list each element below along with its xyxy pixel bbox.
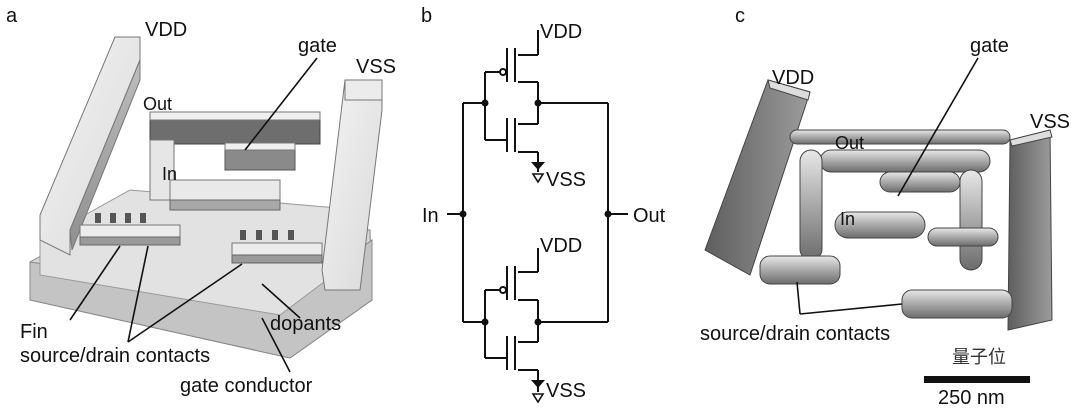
panel-a-in-label: In xyxy=(162,164,178,184)
scale-bar-label: 250 nm xyxy=(938,387,1005,409)
panel-b: b VDD VSS In Out VDD VSS xyxy=(400,0,690,413)
in-block xyxy=(169,179,281,203)
gate-tube xyxy=(879,171,961,193)
panel-c-in-label: In xyxy=(840,209,856,229)
sd-contact-left xyxy=(759,255,841,285)
panel-c-leader-lines xyxy=(796,57,979,315)
panel-a-gate-conductor-label: gate conductor xyxy=(180,375,313,397)
panel-a-3d-render xyxy=(29,36,383,373)
panel-a-sd-contacts-label: source/drain contacts xyxy=(20,345,211,367)
out-tube xyxy=(819,149,991,173)
panel-c-vdd-label: VDD xyxy=(772,67,815,89)
cmos-inverter-schematic xyxy=(447,30,628,404)
panel-c: c gate VDD VSS Out In source/drain conta… xyxy=(690,0,1080,413)
vdd-rail xyxy=(39,36,141,256)
panel-b-vdd-top-label: VDD xyxy=(540,21,583,43)
panel-a-leader-lines xyxy=(69,57,318,373)
panel-c-sd-contacts-label: source/drain contacts xyxy=(700,323,891,345)
panel-c-gate-label: gate xyxy=(970,35,1009,57)
panel-a-fin-label: Fin xyxy=(20,321,48,343)
panel-a-vdd-label: VDD xyxy=(145,19,188,41)
panel-b-out-label: Out xyxy=(633,205,666,227)
panel-c-3d-render xyxy=(704,57,1053,383)
panel-b-in-label: In xyxy=(422,205,439,227)
out-block xyxy=(149,117,321,145)
fins xyxy=(95,213,294,240)
in-tube xyxy=(834,211,926,239)
vdd-rail xyxy=(704,79,811,276)
panel-c-vss-label: VSS xyxy=(1030,111,1071,133)
panel-b-vdd-bottom-label: VDD xyxy=(540,235,583,257)
panel-a: a VDD gate VSS Out In Fin source/drain c… xyxy=(0,0,400,413)
panel-a-dopants-label: dopants xyxy=(270,313,342,335)
panel-a-letter: a xyxy=(6,5,18,27)
vss-rail xyxy=(1007,129,1053,331)
panel-c-out-label: Out xyxy=(835,133,865,153)
panel-b-letter: b xyxy=(421,5,433,27)
scale-bar xyxy=(924,376,1030,383)
sd-contact-right xyxy=(901,289,1013,319)
panel-b-vss-bottom-label: VSS xyxy=(546,380,587,402)
panel-c-letter: c xyxy=(735,5,745,27)
panel-a-gate-label: gate xyxy=(298,35,337,57)
vss-rail xyxy=(321,79,383,291)
panel-a-vss-label: VSS xyxy=(356,56,397,78)
gate-block xyxy=(224,147,296,171)
panel-b-vss-top-label: VSS xyxy=(546,169,587,191)
watermark: 量子位 xyxy=(952,347,1006,367)
panel-a-out-label: Out xyxy=(143,94,173,114)
